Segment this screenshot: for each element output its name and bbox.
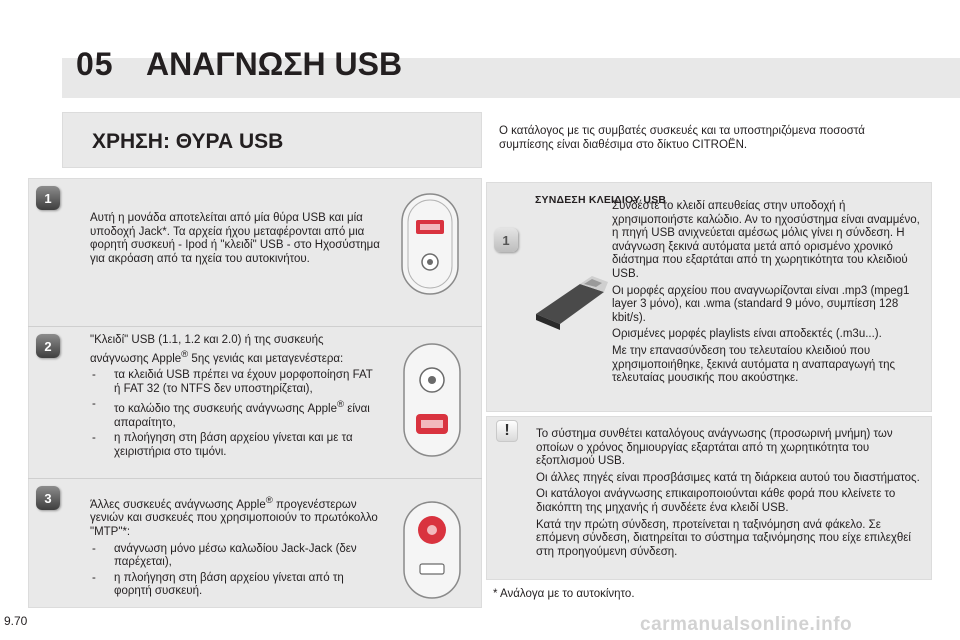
- step2-text: "Κλειδί" USB (1.1, 1.2 και 2.0) ή της συ…: [90, 334, 382, 459]
- warning-para-1: Το σύστημα συνθέτει καταλόγους ανάγνωσης…: [536, 428, 893, 468]
- step2-intro: "Κλειδί" USB (1.1, 1.2 και 2.0) ή της συ…: [90, 334, 382, 366]
- step-badge-right-1: 1: [494, 228, 518, 252]
- step3-intro-part2: προγενέστερων γενιών και συσκευές που χρ…: [90, 498, 378, 539]
- usb-connection-subtitle: ΣΥΝΔΕΣΗ ΚΛΕΙΔΙΟΥ USB: [535, 194, 667, 206]
- step2-bullet-2: - το καλώδιο της συσκευής ανάγνωσης Apple…: [90, 398, 382, 430]
- usb-para-2: Οι μορφές αρχείου που αναγνωρίζονται είν…: [612, 284, 910, 324]
- left-divider-1: [28, 326, 482, 327]
- usb-key-illustration: [536, 276, 608, 330]
- warning-para-4: Κατά την πρώτη σύνδεση, προτείνεται η τα…: [536, 518, 911, 558]
- header-bar: [62, 58, 960, 98]
- chapter-number: 05: [76, 46, 114, 82]
- usb-para-4: Με την επανασύνδεση του τελευταίου κλειδ…: [612, 344, 896, 385]
- watermark: carmanualsonline.info: [640, 614, 853, 635]
- warning-icon: !: [496, 420, 518, 442]
- step3-text: Άλλες συσκευές ανάγνωσης Apple® προγενέσ…: [90, 494, 382, 599]
- step3-bullet-1: - ανάγνωση μόνο μέσω καλωδίου Jack-Jack (…: [90, 543, 382, 570]
- bullet-dash: -: [92, 542, 96, 555]
- bullet-text: τα κλειδιά USB πρέπει να έχουν μορφοποίη…: [114, 369, 373, 395]
- usb-connection-text: Συνδέστε το κλειδί απευθείας στην υποδοχ…: [612, 200, 924, 389]
- chapter-title: ΑΝΑΓΝΩΣΗ USB: [146, 46, 403, 82]
- warning-para-2: Οι άλλες πηγές είναι προσβάσιμες κατά τη…: [536, 471, 920, 484]
- warning-panel: [486, 416, 932, 580]
- bullet-dash: -: [92, 432, 96, 445]
- step2-intro-part2: 5ης γενιάς και μεταγενέστερα:: [188, 352, 344, 365]
- step3-bullet-2: - η πλοήγηση στη βάση αρχείου γίνεται από…: [90, 572, 382, 599]
- usb-socket-illustration: [403, 343, 461, 457]
- bullet-dash: -: [92, 398, 96, 411]
- step2-intro-part1: "Κλειδί" USB (1.1, 1.2 και 2.0) ή της συ…: [90, 334, 324, 365]
- intro-text: Ο κατάλογος με τις συμβατές συσκευές και…: [499, 125, 865, 151]
- bullet-text: το καλώδιο της συσκευής ανάγνωσης Apple: [114, 403, 337, 416]
- section-title: ΧΡΗΣΗ: ΘΥΡΑ USB: [92, 130, 284, 153]
- jack-socket-illustration: [403, 501, 461, 599]
- usb-port-illustration: [401, 193, 459, 295]
- left-divider-2: [28, 478, 482, 479]
- registered-mark: ®: [181, 348, 189, 360]
- registered-mark: ®: [336, 399, 345, 411]
- step-badge-2: 2: [36, 334, 60, 358]
- bullet-text-after: είναι απαραίτητο,: [114, 403, 370, 429]
- bullet-dash: -: [92, 571, 96, 584]
- step3-intro: Άλλες συσκευές ανάγνωσης Apple® προγενέσ…: [90, 494, 382, 540]
- footnote: * Ανάλογα με το αυτοκίνητο.: [493, 588, 635, 600]
- step-badge-3: 3: [36, 486, 60, 510]
- step1-text: Αυτή η μονάδα αποτελείται από μία θύρα U…: [90, 212, 380, 265]
- step3-intro-part1: Άλλες συσκευές ανάγνωσης Apple: [90, 498, 266, 511]
- registered-mark: ®: [265, 495, 273, 506]
- usb-para-3: Ορισμένες μορφές playlists είναι αποδεκτ…: [612, 328, 882, 341]
- step2-bullet-1: - τα κλειδιά USB πρέπει να έχουν μορφοποί…: [90, 369, 382, 396]
- bullet-text: η πλοήγηση στη βάση αρχείου γίνεται από …: [114, 571, 344, 598]
- bullet-text: η πλοήγηση στη βάση αρχείου γίνεται και …: [114, 432, 353, 458]
- usb-connection-panel: [486, 182, 932, 412]
- usb-para-1: Συνδέστε το κλειδί απευθείας στην υποδοχ…: [612, 200, 920, 280]
- bullet-text: ανάγνωση μόνο μέσω καλωδίου Jack-Jack (δ…: [114, 542, 357, 569]
- warning-text: Το σύστημα συνθέτει καταλόγους ανάγνωσης…: [536, 428, 924, 562]
- step2-bullet-3: - η πλοήγηση στη βάση αρχείου γίνεται και…: [90, 432, 382, 459]
- step-badge-1: 1: [36, 186, 60, 210]
- warning-para-3: Οι κατάλογοι ανάγνωσης επικαιροποιούνται…: [536, 488, 896, 514]
- intro-panel: [62, 112, 482, 168]
- page-number: 9.70: [4, 614, 28, 628]
- bullet-dash: -: [92, 369, 96, 382]
